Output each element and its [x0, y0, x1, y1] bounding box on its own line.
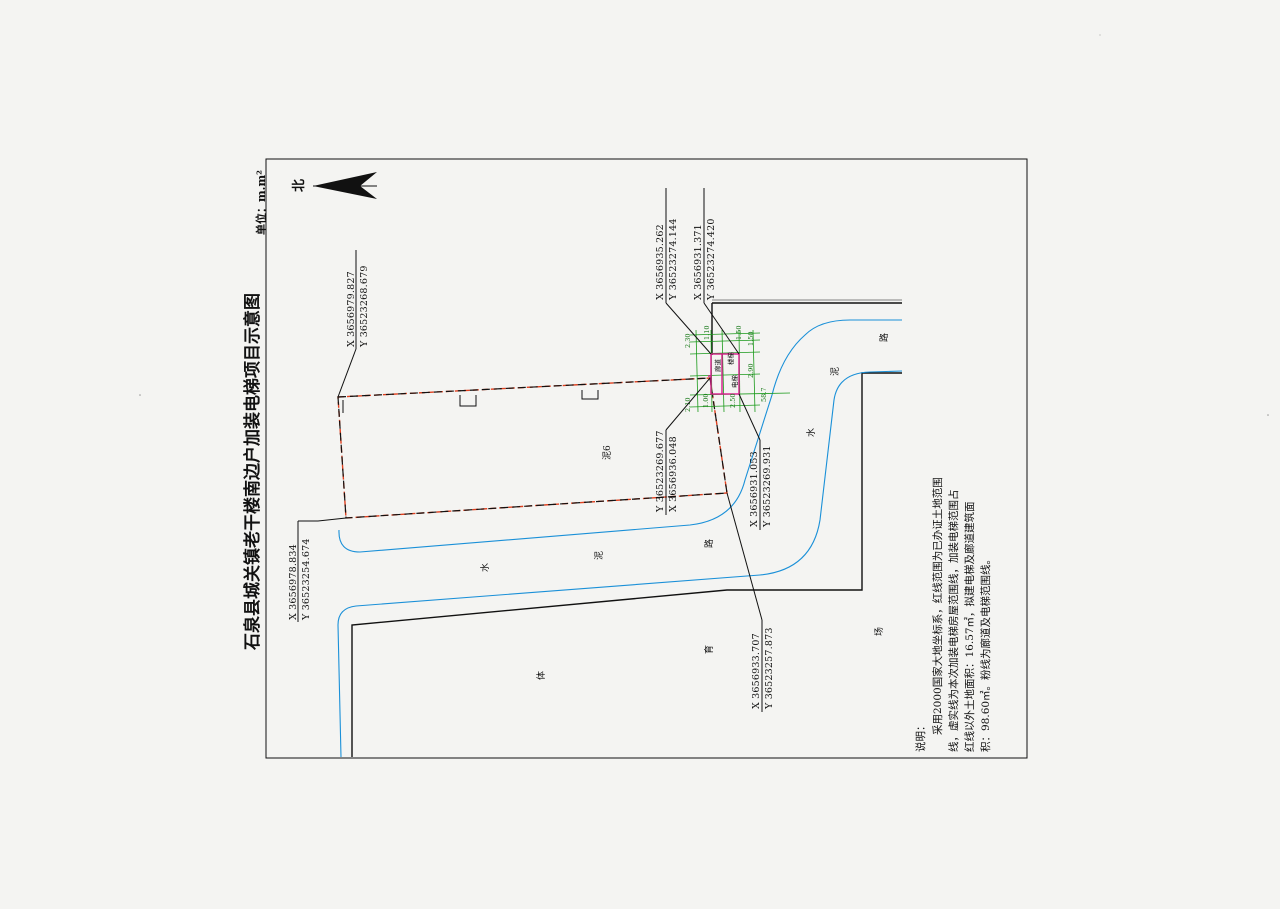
coord-5-x: X 3656936.048: [668, 436, 679, 512]
coord-5-y: Y 36523269.677: [655, 430, 666, 513]
coord-3-x: X 3656935.262: [655, 224, 666, 300]
road-curves: [337, 319, 903, 758]
stair-label: 楼梯: [726, 352, 735, 366]
coord-4-y: Y 36523274.420: [706, 218, 717, 301]
map-title: 石泉县城关镇老干楼南边户加装电梯项目示意图: [242, 293, 263, 651]
field-char-2: 育: [703, 645, 715, 654]
road2-char-2: 泥: [830, 367, 841, 376]
coord-7-x: X 3656933.707: [751, 633, 762, 709]
coord-7-y: Y 36523257.873: [764, 627, 775, 710]
road-char-1: 水: [479, 563, 491, 572]
elevator-outline: [708, 353, 740, 395]
road2-char-3: 路: [878, 333, 890, 342]
building-label: 泥6: [602, 445, 613, 460]
notes-line-1: 采用2000国家大地坐标系，红线范围为已办证土地范围: [931, 477, 944, 735]
scan-speck: [1267, 414, 1269, 416]
notes-heading: 说明：: [914, 721, 927, 753]
field-char-1: 体: [535, 671, 547, 680]
dim-6: 1.00: [702, 394, 710, 408]
dim-4: 1.50: [747, 332, 755, 346]
road2-char-1: 水: [805, 428, 817, 437]
scan-speck: [1099, 34, 1101, 36]
dim-9: 58.7: [760, 388, 768, 402]
dim-3: 1.50: [735, 326, 743, 340]
coord-1-y: Y 36523254.674: [301, 538, 312, 621]
elevator-label: 电梯: [730, 375, 739, 389]
coord-2-y: Y 36523268.679: [359, 265, 370, 348]
map-frame: [265, 158, 1028, 759]
dim-2: 1.10: [703, 326, 711, 340]
scan-speck: [139, 394, 141, 396]
dim-1: 2.30: [684, 334, 692, 348]
road-char-3: 路: [703, 539, 715, 548]
notes-line-3: 红线以外土地面积：16.57㎡，拟建电梯及廊道建筑面: [963, 501, 976, 752]
leader-lines: [297, 188, 763, 712]
coord-4-x: X 3656931.371: [693, 224, 704, 300]
parcel-marks: [342, 390, 599, 413]
dim-5: 2.90: [747, 364, 755, 378]
notes-line-2: 线，虚实线为本次加装电梯房屋范围线，加装电梯范围占: [947, 490, 960, 753]
coord-6-x: X 3656931.053: [749, 451, 760, 527]
coord-2-x: X 3656979.827: [346, 271, 357, 347]
boundary-lines: [351, 299, 902, 757]
corridor-label: 廊道: [713, 359, 722, 373]
coord-3-y: Y 36523274.144: [668, 218, 679, 301]
field-char-3: 场: [874, 627, 885, 636]
north-arrow-icon: [313, 172, 377, 199]
dim-7: 2.50: [729, 394, 737, 408]
coord-1-x: X 3656978.834: [288, 544, 299, 620]
north-label: 北: [292, 179, 307, 192]
road-char-2: 泥: [594, 551, 605, 560]
notes-line-4: 积：98.60㎡。粉线为廊道及电梯范围线。: [979, 554, 992, 752]
unit-label: 单位：m.m²: [254, 170, 268, 235]
coord-6-y: Y 36523269.931: [762, 445, 773, 528]
